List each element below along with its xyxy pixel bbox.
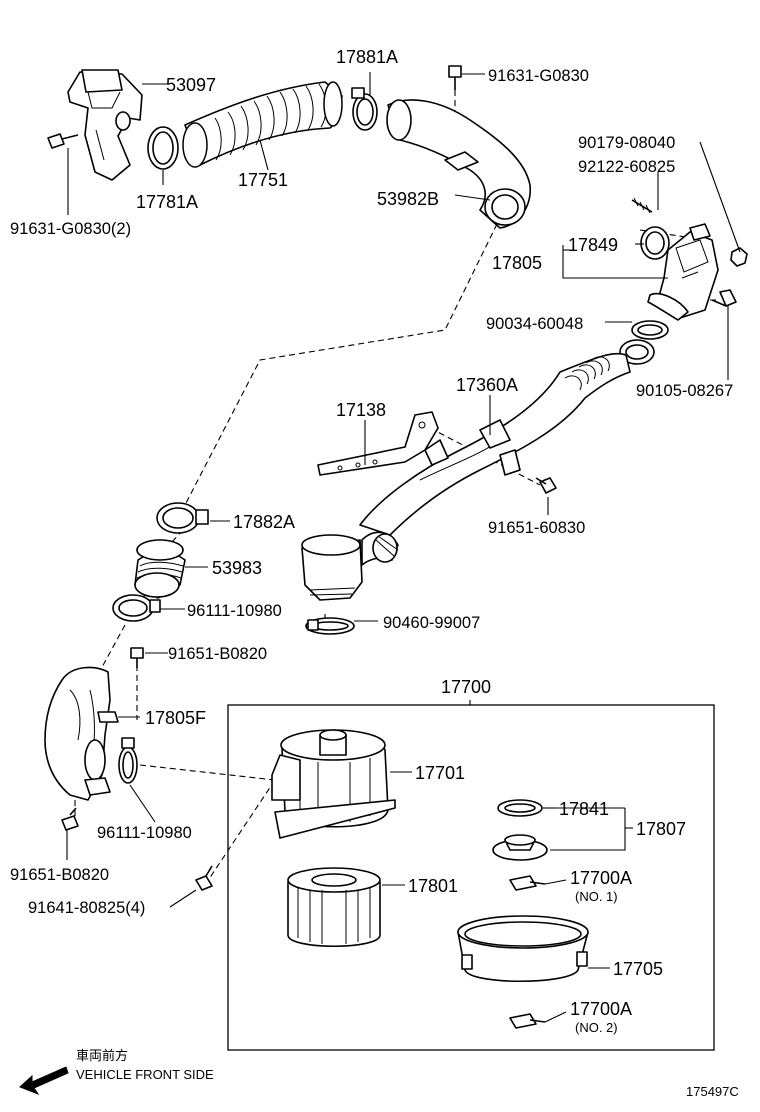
- hose-17751: [182, 81, 343, 168]
- valve-17807: [492, 834, 548, 861]
- label-91651-B0820-lower: 91651-B0820: [10, 866, 109, 884]
- label-17700A-no2: 17700A: [570, 999, 632, 1019]
- bolt-91651-B0820-upper: [130, 647, 144, 668]
- filter-17801: [287, 867, 381, 948]
- clamp-17781A: [147, 126, 179, 170]
- label-17751: 17751: [238, 170, 288, 190]
- part-labels: 53097 17881A 91631-G0830 17781A 17751 53…: [10, 47, 733, 1035]
- label-17882A: 17882A: [233, 512, 295, 532]
- label-17360A: 17360A: [456, 375, 518, 395]
- pipe-53982B: [386, 99, 531, 229]
- direction-label-en: VEHICLE FRONT SIDE: [76, 1067, 214, 1082]
- label-17138: 17138: [336, 400, 386, 420]
- label-17801: 17801: [408, 876, 458, 896]
- label-90460-99007: 90460-99007: [383, 614, 480, 632]
- label-90179-08040: 90179-08040: [578, 134, 675, 152]
- duct-17805F: [44, 666, 119, 801]
- bolt-91641-80825: [195, 865, 213, 891]
- clamp-17881A: [351, 87, 378, 131]
- label-91651-60830: 91651-60830: [488, 519, 585, 537]
- label-17805: 17805: [492, 253, 542, 273]
- label-90105-08267: 90105-08267: [636, 382, 733, 400]
- label-17807: 17807: [636, 819, 686, 839]
- label-17700A-no1: 17700A: [570, 868, 632, 888]
- label-17841: 17841: [559, 799, 609, 819]
- direction-label-jp: 車両前方: [76, 1048, 128, 1063]
- resonator-cup: [301, 531, 399, 601]
- label-17701: 17701: [415, 763, 465, 783]
- ring-17841: [497, 799, 543, 817]
- arrow-left-icon: [19, 1066, 69, 1096]
- label-17781A: 17781A: [136, 192, 198, 212]
- clip-17700A-no1: [509, 875, 546, 891]
- clamp-96111-10980-lower: [118, 737, 138, 784]
- ring-90034-60048: [631, 320, 669, 340]
- clamp-17882A: [156, 502, 209, 534]
- label-91631-G0830: 91631-G0830: [488, 67, 589, 85]
- label-53097: 53097: [166, 75, 216, 95]
- clamp-90460-99007: [305, 617, 355, 635]
- hose-53983: [134, 539, 186, 599]
- label-91631-G0830-2: 91631-G0830(2): [10, 220, 131, 238]
- drawing-code: 175497C: [686, 1084, 739, 1099]
- bolt-91651-60830: [535, 477, 557, 494]
- pipe-17360A: [359, 352, 631, 536]
- label-17805F: 17805F: [145, 708, 206, 728]
- label-53983: 53983: [212, 558, 262, 578]
- clamp-96111-10980-upper: [112, 594, 161, 622]
- label-17700A-no1-note: (NO. 1): [575, 889, 618, 904]
- bolt-91651-B0820-lower: [61, 807, 79, 831]
- assembly-17700-frame: [227, 704, 715, 1051]
- nut-90179-08040: [730, 247, 748, 267]
- leader-lines: [66, 72, 741, 1023]
- bolt-90105-08267: [711, 289, 737, 307]
- label-17849: 17849: [568, 235, 618, 255]
- front-direction-indicator: 車両前方 VEHICLE FRONT SIDE: [19, 1048, 214, 1096]
- stud-92122-60825: [631, 197, 653, 214]
- label-96111-10980-upper: 96111-10980: [187, 602, 282, 620]
- label-17700: 17700: [441, 677, 491, 697]
- label-92122-60825: 92122-60825: [578, 158, 675, 176]
- bolt-91631-G0830-top: [448, 65, 462, 90]
- label-17700A-no2-note: (NO. 2): [575, 1020, 618, 1035]
- label-91651-B0820-upper: 91651-B0820: [168, 645, 267, 663]
- label-91641-80825: 91641-80825(4): [28, 899, 145, 917]
- label-90034-60048: 90034-60048: [486, 315, 583, 333]
- bracket-17138: [317, 411, 439, 476]
- label-53982B: 53982B: [377, 189, 439, 209]
- part-53097-inlet-duct: [67, 69, 143, 181]
- hose-end-ring: [619, 339, 655, 365]
- clip-17700A-no2: [509, 1013, 546, 1029]
- band-17705: [457, 915, 589, 983]
- bolt-91631-G0830-left: [47, 133, 79, 149]
- case-17701: [271, 729, 396, 839]
- label-17881A: 17881A: [336, 47, 398, 67]
- gasket-17849: [640, 226, 670, 260]
- label-17705: 17705: [613, 959, 663, 979]
- elbow-17805: [647, 223, 719, 321]
- label-96111-10980-lower: 96111-10980: [97, 824, 192, 842]
